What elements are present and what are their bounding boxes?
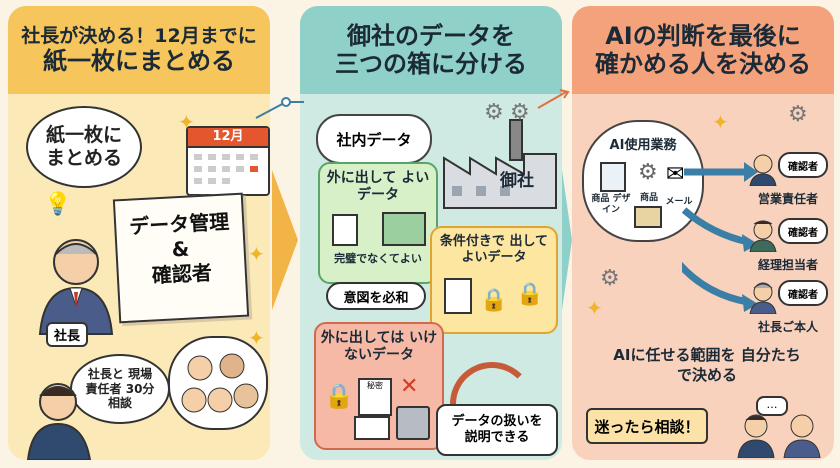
sparkle-icon: ✦ <box>248 326 265 350</box>
one-page-bubble: 紙一枚に まとめる <box>26 106 142 188</box>
connector-arrow <box>255 97 304 119</box>
paper-line-checker: 確認者 <box>151 260 213 288</box>
panel2-header: 御社のデータを 三つの箱に分ける <box>300 6 562 94</box>
sparkle-icon: ✦ <box>178 110 195 134</box>
panel-three-boxes: 御社のデータを 三つの箱に分ける 社内データ 御社 外に出して よいデータ 完璧… <box>300 6 562 460</box>
president-avatar <box>38 239 114 335</box>
secret-doc-icon: 秘密 <box>358 378 392 416</box>
design-icon <box>600 162 626 192</box>
checker-tag: 確認者 <box>788 227 818 239</box>
sparkle-icon: ✦ <box>712 110 729 134</box>
team-faces <box>181 353 259 413</box>
president-small-avatar <box>749 282 777 314</box>
checker-bubble: 確認者 <box>778 152 828 178</box>
ai-task-cloud: AI使用業務 ⚙ ✉ 商品 デザイン 商品 メール <box>582 120 704 242</box>
explain-text: データの扱いを 説明できる <box>451 413 543 445</box>
safe-icon <box>396 406 430 440</box>
lightbulb-icon: 💡 <box>44 192 72 217</box>
consult-banner: 迷ったら相談！ <box>586 408 708 444</box>
box-conditional: 条件付きで 出してよいデータ 🔒 🔒 <box>430 226 558 334</box>
padlock-icon: 🔒 <box>480 288 508 313</box>
panel1-header: 社長が決める！12月までに 紙一枚にまとめる <box>8 6 270 94</box>
task-product-label: 商品 <box>639 193 658 203</box>
accountant-avatar <box>749 220 777 252</box>
connector-arrow <box>537 89 570 109</box>
panel3-header: AIの判断を最後に 確かめる人を決める <box>572 6 834 94</box>
panel1-title-line1: 社長が決める！12月までに <box>21 24 257 47</box>
mail-icon: ✉ <box>666 162 685 187</box>
internal-data-label: 社内データ <box>336 130 412 149</box>
role-sales: 営業責任者 <box>757 192 818 206</box>
box-ok-to-share: 外に出して よいデータ 完璧でなくてよい <box>318 162 438 284</box>
sparkle-icon: ✦ <box>586 296 603 320</box>
calendar-grid <box>194 154 258 184</box>
map-icon <box>382 212 426 246</box>
consult-bubble-text: 社長と 現場責任者 30分相談 <box>85 367 155 411</box>
explain-badge: データの扱いを 説明できる <box>436 404 558 456</box>
panel-final-checker: AIの判断を最後に 確かめる人を決める AI使用業務 ⚙ ✉ 商品 デザイン 商… <box>572 6 834 460</box>
sales-manager-avatar <box>749 154 777 186</box>
consult-banner-text: 迷ったら相談！ <box>594 417 700 436</box>
sparkle-icon: ✦ <box>248 242 265 266</box>
task-mail-label: メール <box>665 197 693 207</box>
checker-bubble: 確認者 <box>778 218 828 244</box>
team-thought-bubble <box>168 336 268 430</box>
ellipsis-text: … <box>766 398 778 411</box>
intent-pill: 意図を必和 <box>326 282 426 310</box>
product-box-icon <box>634 206 662 228</box>
flow-chevron-2 <box>562 170 572 310</box>
factory-label: 御社 <box>500 171 534 191</box>
document-icon <box>332 214 358 246</box>
contract-icon <box>444 278 472 314</box>
gear-icon: ⚙ <box>484 100 504 125</box>
panel3-title-line2: 確かめる人を決める <box>595 50 811 78</box>
panel-decide-one-page: 社長が決める！12月までに 紙一枚にまとめる 紙一枚に まとめる 12月 データ… <box>8 6 270 460</box>
consult-bubble: 社長と 現場責任者 30分相談 <box>70 354 170 424</box>
box-nope-title: 外に出しては いけないデータ <box>320 330 438 363</box>
ellipsis-bubble: … <box>756 396 788 416</box>
single-paper: データ管理 & 確認者 <box>112 192 250 324</box>
intent-text: 意図を必和 <box>343 290 409 306</box>
role-accounting: 経理担当者 <box>757 258 818 272</box>
routing-arrows <box>682 162 758 312</box>
panel3-title-line1: AIの判断を最後に <box>605 21 801 50</box>
gear-icon: ⚙ <box>510 100 530 125</box>
checker-tag: 確認者 <box>788 289 818 301</box>
id-card-icon <box>354 416 390 440</box>
flow-chevron-1 <box>272 170 298 310</box>
calendar-label: 12月 <box>188 128 268 148</box>
box-ok-caption: 完璧でなくてよい <box>334 252 422 265</box>
calendar-icon: 12月 <box>186 126 270 196</box>
panel1-title-line2: 紙一枚にまとめる <box>43 47 235 76</box>
gear-icon: ⚙ <box>638 160 658 185</box>
manager-avatar <box>26 383 92 460</box>
consulting-people <box>737 414 821 458</box>
checker-tag: 確認者 <box>788 161 818 173</box>
role-president: 社長ご本人 <box>757 320 818 334</box>
cross-icon: ✕ <box>400 374 419 399</box>
secret-doc-tag: 秘密 <box>367 381 383 390</box>
panel2-title-line1: 御社のデータを <box>347 21 515 50</box>
box-conditional-title: 条件付きで 出してよいデータ <box>439 234 549 265</box>
factory-icon <box>443 119 557 209</box>
one-page-bubble-text: 紙一枚に まとめる <box>45 124 122 169</box>
ai-task-label: AI使用業務 <box>609 138 677 153</box>
gear-icon: ⚙ <box>788 102 808 127</box>
checker-bubble: 確認者 <box>778 280 828 306</box>
box-ok-title: 外に出して よいデータ <box>326 170 430 203</box>
president-tag: 社長 <box>46 322 89 347</box>
task-design-label: 商品 デザイン <box>591 194 631 215</box>
internal-data-cloud: 社内データ <box>316 114 432 164</box>
scope-text: AIに任せる範囲を 自分たちで決める <box>613 346 801 384</box>
padlock-icon: 🔒 <box>324 382 354 410</box>
padlock-icon: 🔒 <box>516 282 544 307</box>
box-do-not-share: 外に出しては いけないデータ 🔒 秘密 ✕ <box>314 322 444 450</box>
panel2-title-line2: 三つの箱に分ける <box>335 50 527 78</box>
gear-icon: ⚙ <box>600 266 620 291</box>
